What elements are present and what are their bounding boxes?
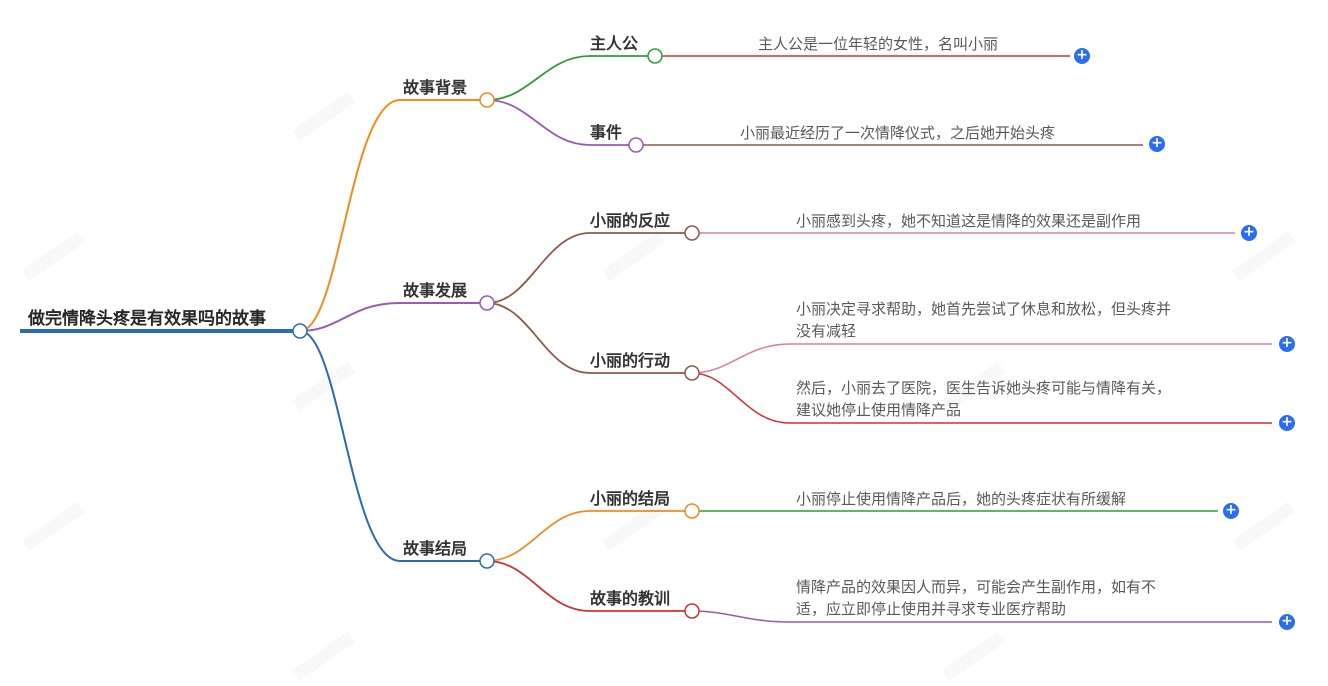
- leaf-hero[interactable]: 主人公是一位年轻的女性，名叫小丽: [758, 33, 998, 55]
- topic-reaction[interactable]: 小丽的反应: [590, 211, 671, 230]
- branch-ending[interactable]: 故事结局: [403, 539, 468, 558]
- leaf-line: 小丽决定寻求帮助，她首先尝试了休息和放松，但头疼并: [796, 300, 1172, 318]
- branch-development[interactable]: 故事发展: [403, 281, 468, 300]
- expand-button-result[interactable]: +: [1223, 503, 1239, 519]
- expand-button-lesson[interactable]: +: [1279, 614, 1295, 630]
- expand-button-reaction[interactable]: +: [1241, 225, 1257, 241]
- collapse-toggle-event[interactable]: [628, 137, 644, 153]
- leaf-line: 小丽最近经历了一次情降仪式，之后她开始头疼: [740, 124, 1056, 142]
- topic-action[interactable]: 小丽的行动: [590, 351, 671, 370]
- topic-result[interactable]: 小丽的结局: [590, 489, 671, 508]
- topic-hero[interactable]: 主人公: [590, 34, 639, 53]
- leaf-lesson[interactable]: 情降产品的效果因人而异，可能会产生副作用，如有不 适，应立即停止使用并寻求专业医…: [796, 576, 1156, 620]
- branch-background[interactable]: 故事背景: [403, 78, 468, 97]
- connector-root-dev: [299, 302, 487, 332]
- connector-lesson-leaf: [691, 610, 1272, 623]
- leaf-line: 情降产品的效果因人而异，可能会产生副作用，如有不: [796, 578, 1157, 596]
- connector-dev-react: [486, 232, 692, 304]
- collapse-toggle-hero[interactable]: [647, 48, 663, 64]
- leaf-line: 然后，小丽去了医院，医生告诉她头疼可能与情降有关，: [796, 379, 1172, 397]
- connector-action-leaf2: [691, 372, 1272, 424]
- collapse-toggle-action[interactable]: [684, 365, 700, 381]
- root-node[interactable]: 做完情降头疼是有效果吗的故事: [28, 309, 266, 329]
- leaf-reaction[interactable]: 小丽感到头疼，她不知道这是情降的效果还是副作用: [796, 210, 1141, 232]
- expand-button-event[interactable]: +: [1149, 136, 1165, 152]
- collapse-toggle-result[interactable]: [684, 503, 700, 519]
- collapse-toggle-root[interactable]: [292, 323, 308, 339]
- collapse-toggle-reaction[interactable]: [684, 225, 700, 241]
- connector-dev-action: [486, 302, 692, 374]
- collapse-toggle-development[interactable]: [479, 295, 495, 311]
- connector-root-bg: [299, 99, 487, 332]
- leaf-line: 小丽停止使用情降产品后，她的头疼症状有所缓解: [796, 490, 1127, 508]
- collapse-toggle-background[interactable]: [479, 92, 495, 108]
- connector-root-end: [299, 330, 487, 562]
- expand-button-action-2[interactable]: +: [1279, 415, 1295, 431]
- topic-lesson[interactable]: 故事的教训: [590, 589, 671, 608]
- collapse-toggle-lesson[interactable]: [684, 603, 700, 619]
- leaf-line: 主人公是一位年轻的女性，名叫小丽: [758, 35, 999, 53]
- connector-bg-event: [486, 99, 636, 146]
- collapse-toggle-ending[interactable]: [479, 553, 495, 569]
- connector-end-lesson: [486, 560, 692, 612]
- expand-button-hero[interactable]: +: [1074, 48, 1090, 64]
- leaf-line: 小丽感到头疼，她不知道这是情降的效果还是副作用: [796, 212, 1142, 230]
- leaf-line: 建议她停止使用情降产品: [796, 401, 962, 419]
- connector-end-result: [486, 510, 692, 562]
- topic-event[interactable]: 事件: [590, 123, 623, 142]
- leaf-line: 适，应立即停止使用并寻求专业医疗帮助: [796, 600, 1067, 618]
- leaf-result[interactable]: 小丽停止使用情降产品后，她的头疼症状有所缓解: [796, 488, 1126, 510]
- connector-bg-hero: [486, 55, 655, 101]
- leaf-action-2[interactable]: 然后，小丽去了医院，医生告诉她头疼可能与情降有关， 建议她停止使用情降产品: [796, 377, 1171, 421]
- leaf-event[interactable]: 小丽最近经历了一次情降仪式，之后她开始头疼: [740, 122, 1055, 144]
- connector-action-leaf1: [691, 343, 1272, 374]
- leaf-line: 没有减轻: [796, 322, 857, 340]
- expand-button-action-1[interactable]: +: [1279, 336, 1295, 352]
- leaf-action-1[interactable]: 小丽决定寻求帮助，她首先尝试了休息和放松，但头疼并 没有减轻: [796, 298, 1171, 342]
